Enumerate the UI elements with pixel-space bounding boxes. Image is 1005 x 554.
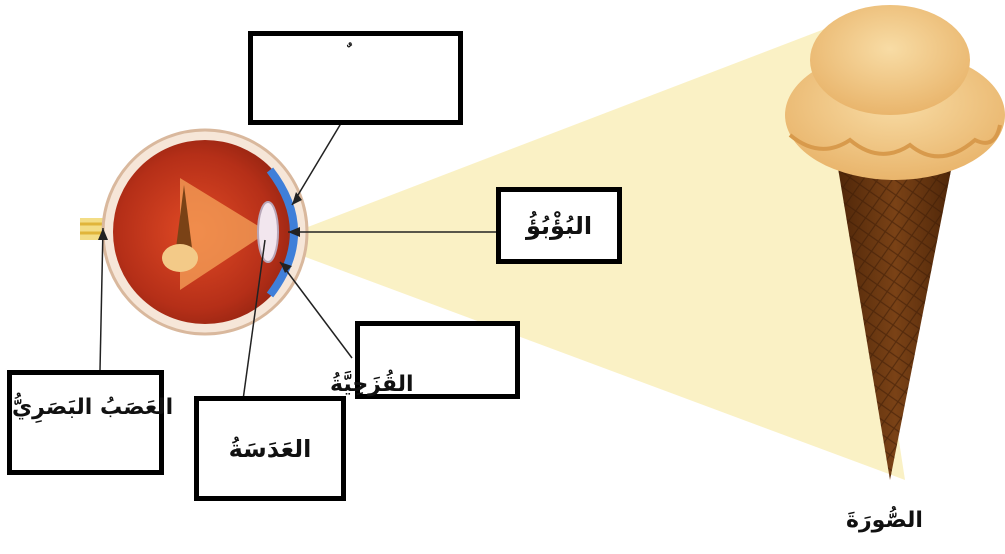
- pupil-label-box[interactable]: البُؤْبُؤُ: [496, 187, 622, 264]
- optic-nerve-label: العَصَبُ البَصَرِيُّ: [12, 395, 174, 420]
- iris-pointer: [279, 261, 353, 359]
- eyeball: [101, 128, 309, 336]
- pointer-arrowheads: [98, 192, 302, 273]
- iris-answer-box[interactable]: [355, 321, 520, 399]
- image-label: الصُّورَةَ: [846, 508, 923, 533]
- pointer-lines: [99, 94, 496, 401]
- lens-label: العَدَسَةُ: [228, 434, 312, 463]
- optic-nerve-pointer: [99, 227, 104, 371]
- iris-label: القُزَحِيَّةُ: [330, 372, 414, 397]
- lens-pointer: [242, 239, 266, 401]
- ice-cream-cone: [785, 5, 1005, 480]
- lens-label-box[interactable]: العَدَسَةُ: [194, 396, 346, 501]
- optic-nerve-answer-box[interactable]: [7, 370, 164, 475]
- cornea-answer-box[interactable]: ٌ: [248, 31, 463, 125]
- pupil-label: البُؤْبُؤُ: [525, 211, 593, 240]
